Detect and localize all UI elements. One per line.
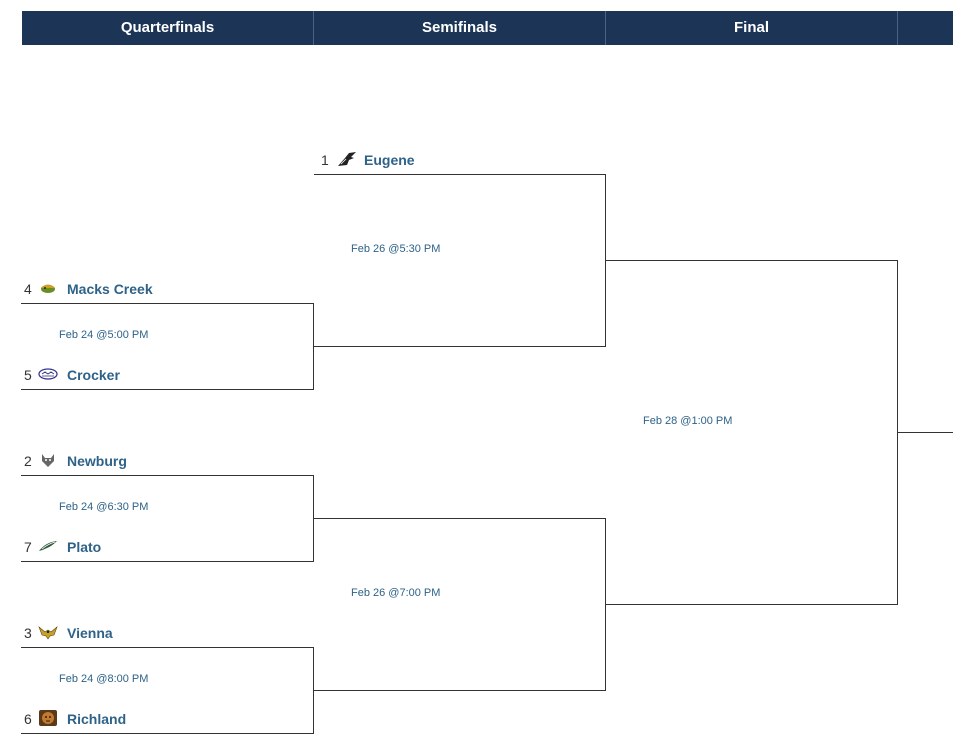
team-seed: 5 — [24, 367, 32, 383]
round-divider — [605, 11, 606, 45]
bracket-line — [21, 303, 314, 304]
bracket-line — [314, 518, 606, 519]
macks-creek-logo-icon — [41, 284, 55, 293]
team-seed: 1 — [321, 152, 329, 168]
round-label-quarterfinals: Quarterfinals — [120, 19, 215, 36]
round-divider — [313, 11, 314, 45]
bracket-line — [605, 174, 606, 347]
round-label-semifinals: Semifinals — [421, 19, 498, 36]
team-name-link[interactable]: Richland — [67, 711, 127, 727]
round-divider — [897, 11, 898, 45]
richland-logo-icon — [39, 710, 57, 726]
game-info-link[interactable]: Feb 24 @8:00 PM — [59, 673, 149, 685]
bracket-line — [898, 432, 953, 433]
crocker-logo-icon — [38, 368, 58, 380]
bracket-line — [605, 518, 606, 691]
bracket-line — [606, 260, 898, 261]
bracket-line — [313, 475, 314, 562]
bracket-line — [314, 346, 606, 347]
team-seed: 7 — [24, 539, 32, 555]
bracket-line — [897, 260, 898, 605]
plato-logo-icon — [39, 541, 57, 551]
team-name-link[interactable]: Crocker — [67, 367, 120, 383]
game-info-link[interactable]: Feb 24 @6:30 PM — [59, 501, 149, 513]
round-header-bar: Quarterfinals Semifinals Final — [22, 11, 953, 45]
bracket-line — [606, 604, 898, 605]
bracket-line — [314, 174, 606, 175]
team-seed: 4 — [24, 281, 32, 297]
bracket-line — [314, 690, 606, 691]
round-label-champion — [898, 11, 953, 45]
round-label-final: Final — [733, 19, 769, 36]
bracket-line — [21, 561, 314, 562]
game-info-link[interactable]: Feb 26 @5:30 PM — [351, 243, 441, 255]
bracket-line — [21, 475, 314, 476]
bracket-line — [313, 303, 314, 390]
team-seed: 6 — [24, 711, 32, 727]
team-seed: 3 — [24, 625, 32, 641]
newburg-logo-icon — [42, 454, 54, 467]
game-info-link[interactable]: Feb 26 @7:00 PM — [351, 587, 441, 599]
game-info-link[interactable]: Feb 28 @1:00 PM — [643, 415, 733, 427]
bracket-line — [21, 647, 314, 648]
team-seed: 2 — [24, 453, 32, 469]
vienna-logo-icon — [38, 626, 58, 640]
team-name-link[interactable]: Eugene — [364, 152, 415, 168]
team-name-link[interactable]: Vienna — [67, 625, 113, 641]
bracket-line — [21, 733, 314, 734]
team-name-link[interactable]: Macks Creek — [67, 281, 153, 297]
team-name-link[interactable]: Newburg — [67, 453, 127, 469]
eugene-logo-icon — [338, 152, 356, 166]
bracket-line — [313, 647, 314, 734]
team-name-link[interactable]: Plato — [67, 539, 102, 555]
bracket-line — [21, 389, 314, 390]
game-info-link[interactable]: Feb 24 @5:00 PM — [59, 329, 149, 341]
